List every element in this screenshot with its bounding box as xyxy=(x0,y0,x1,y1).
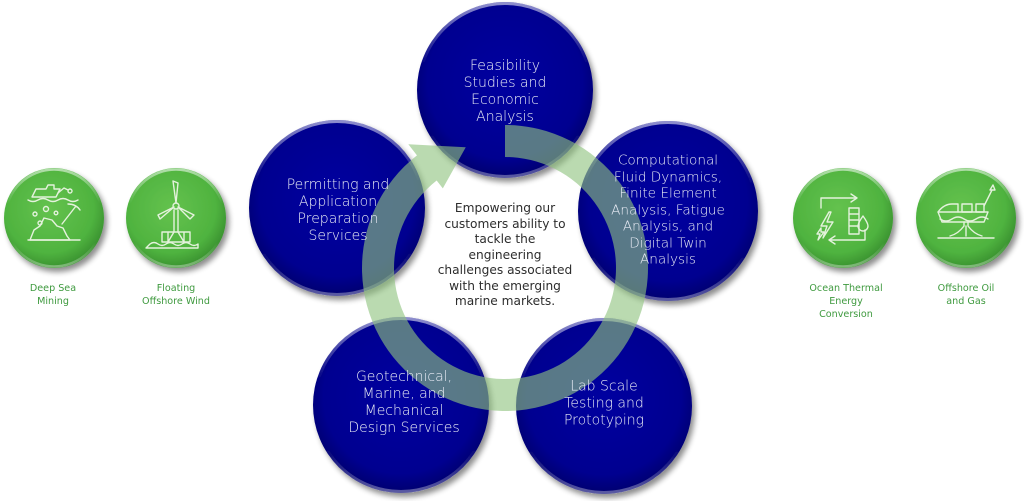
market-label-deep-sea-mining: Deep Sea Mining xyxy=(29,283,77,307)
market-circle-ocean-thermal xyxy=(793,168,893,268)
market-circle-floating-offshore-wind xyxy=(126,168,226,268)
market-label-floating-offshore-wind: Floating Offshore Wind xyxy=(142,283,210,307)
service-feasibility: Feasibility Studies and Economic Analysi… xyxy=(463,58,547,125)
wind-turbine-icon xyxy=(145,180,199,249)
energy-conversion-icon xyxy=(816,193,869,245)
deep-sea-mining-icon xyxy=(27,184,81,241)
service-lab-testing: Lab Scale Testing and Prototyping xyxy=(563,378,645,429)
offshore-platform-icon xyxy=(937,184,996,239)
market-circle-deep-sea-mining xyxy=(4,168,104,268)
service-permitting: Permitting and Application Preparation S… xyxy=(286,177,390,244)
service-geotechnical: Geotechnical, Marine, and Mechanical Des… xyxy=(348,369,460,436)
service-cfd: Computational Fluid Dynamics, Finite Ele… xyxy=(611,152,725,268)
market-label-offshore-oil-gas: Offshore Oil and Gas xyxy=(937,283,995,307)
market-label-ocean-thermal: Ocean Thermal Energy Conversion xyxy=(809,283,883,320)
center-statement: Empowering our customers ability to tack… xyxy=(437,200,573,308)
market-circle-offshore-oil-gas xyxy=(916,168,1016,268)
